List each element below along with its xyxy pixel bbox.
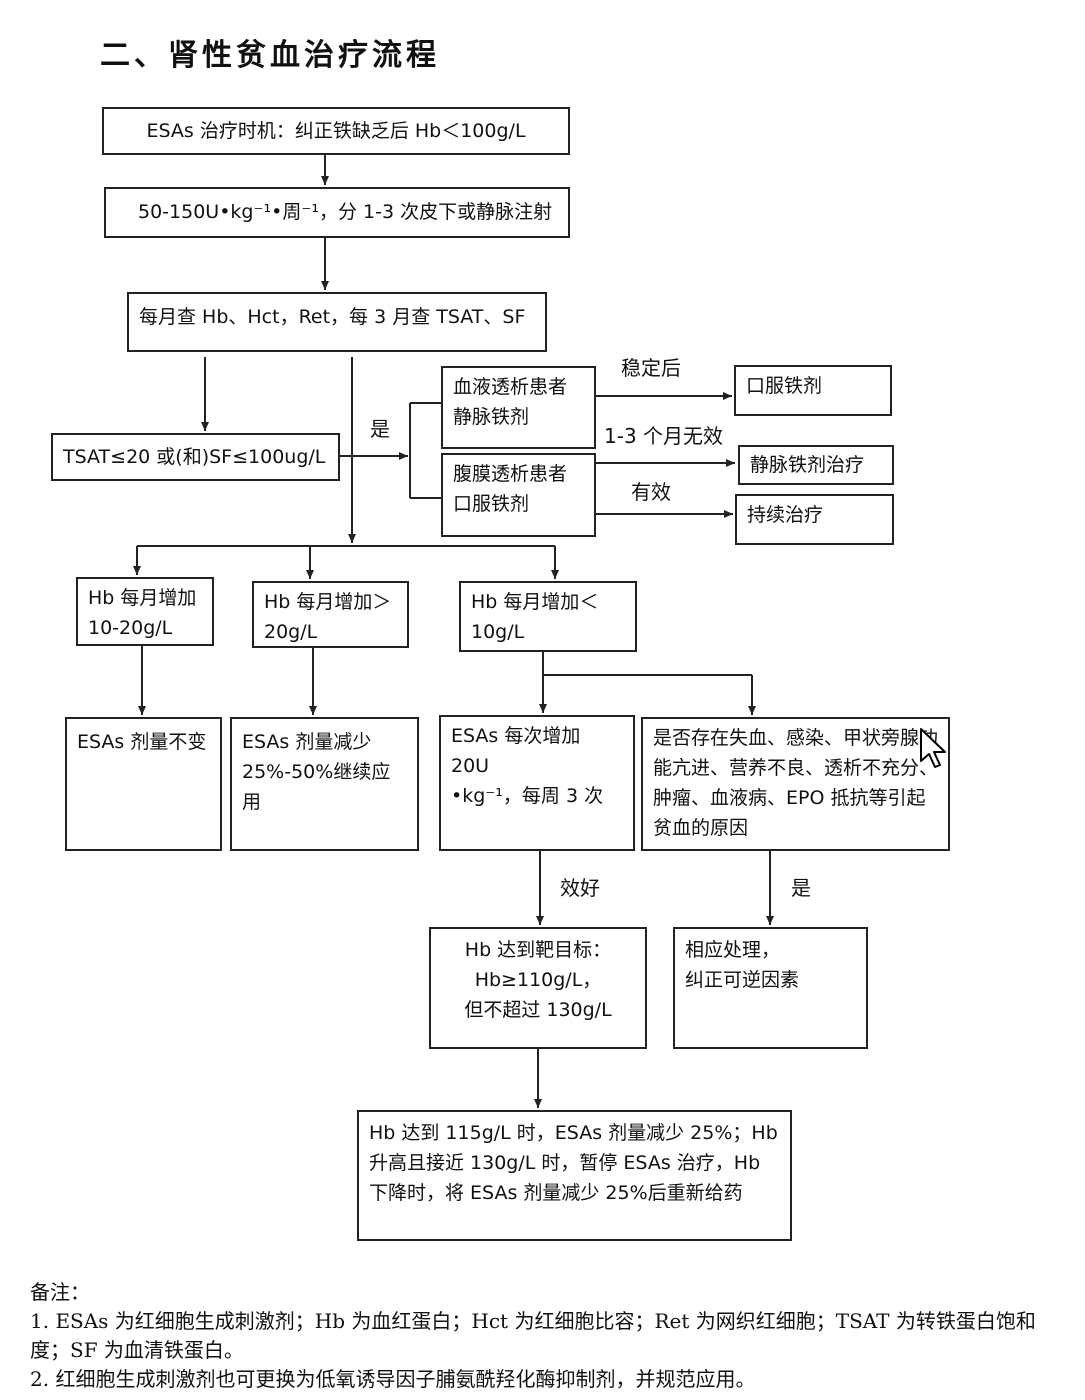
iv-iron-treatment-box: 静脉铁剂治疗	[738, 445, 894, 485]
hb-increase-over-20-box: Hb 每月增加＞ 20g/L	[252, 581, 409, 648]
anemia-causes-box: 是否存在失血、感染、甲状旁腺功能亢进、营养不良、透析不充分、肿瘤、血液病、EPO…	[641, 717, 950, 851]
label-yes-iron: 是	[370, 417, 390, 441]
peritoneal-dialysis-box: 腹膜透析患者 口服铁剂	[441, 453, 596, 537]
label-ineffective: 1-3 个月无效	[604, 424, 724, 448]
hemodialysis-box: 血液透析患者 静脉铁剂	[441, 366, 596, 449]
hb-increase-10-20-box: Hb 每月增加 10-20g/L	[76, 577, 214, 646]
page-title: 二、肾性贫血治疗流程	[100, 38, 440, 73]
note-1: 1. ESAs 为红细胞生成刺激剂；Hb 为血红蛋白；Hct 为红细胞比容；Re…	[30, 1309, 1036, 1362]
hb-target-box: Hb 达到靶目标： Hb≥110g/L， 但不超过 130g/L	[429, 927, 647, 1049]
esa-dose-box: 50-150U•kg⁻¹•周⁻¹，分 1-3 次皮下或静脉注射	[104, 187, 570, 238]
tsat-sf-box: TSAT≤20 或(和)SF≤100ug/L	[51, 433, 340, 481]
label-stable: 稳定后	[621, 356, 681, 380]
mouse-pointer-icon	[919, 727, 949, 775]
esa-dose-reduce-box: ESAs 剂量减少 25%-50%继续应用	[230, 717, 419, 851]
dose-adjustment-box: Hb 达到 115g/L 时，ESAs 剂量减少 25%；Hb 升高且接近 13…	[357, 1110, 792, 1241]
label-effective: 有效	[631, 480, 671, 504]
label-yes-causes: 是	[791, 876, 811, 900]
monitoring-box: 每月查 Hb、Hct，Ret，每 3 月查 TSAT、SF	[127, 292, 547, 352]
esa-timing-box: ESAs 治疗时机：纠正铁缺乏后 Hb＜100g/L	[102, 107, 570, 155]
notes-section: 备注： 1. ESAs 为红细胞生成刺激剂；Hb 为血红蛋白；Hct 为红细胞比…	[30, 1278, 1060, 1394]
oral-iron-box: 口服铁剂	[734, 365, 892, 416]
esa-dose-unchanged-box: ESAs 剂量不变	[65, 717, 222, 851]
note-2: 2. 红细胞生成刺激剂也可更换为低氧诱导因子脯氨酰羟化酶抑制剂，并规范应用。	[30, 1367, 756, 1391]
flow-connectors	[133, 155, 774, 1108]
esa-dose-increase-box: ESAs 每次增加 20U •kg⁻¹，每周 3 次	[439, 715, 635, 851]
hb-increase-under-10-box: Hb 每月增加＜ 10g/L	[459, 581, 637, 652]
corrective-handling-box: 相应处理， 纠正可逆因素	[673, 927, 868, 1049]
notes-heading: 备注：	[30, 1280, 90, 1304]
continue-treatment-box: 持续治疗	[735, 494, 894, 545]
label-good-effect: 效好	[560, 876, 600, 900]
